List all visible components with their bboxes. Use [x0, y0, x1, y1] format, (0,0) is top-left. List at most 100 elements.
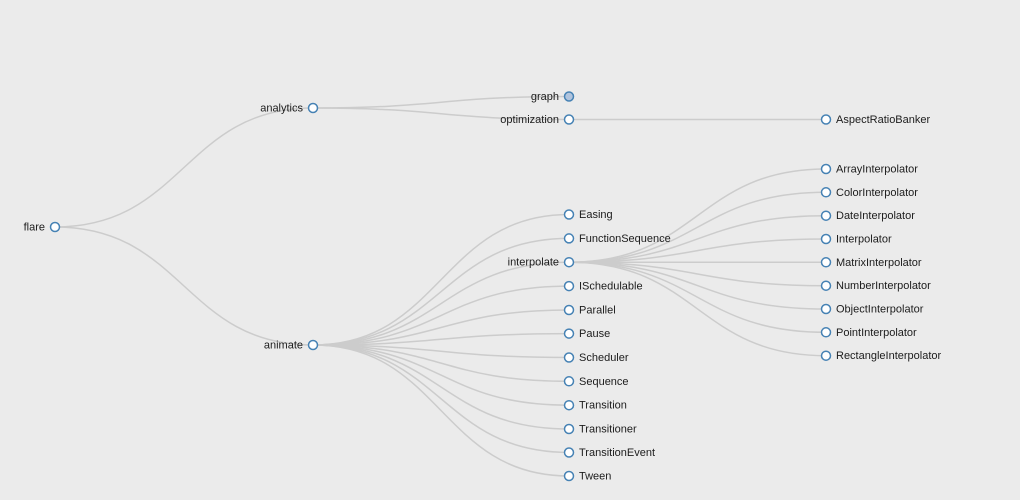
node-label-TransitionEvent: TransitionEvent [579, 447, 655, 459]
node-label-optimization: optimization [500, 114, 559, 126]
tree-node-TransitionEvent[interactable]: TransitionEvent [563, 447, 656, 459]
node-label-RectangleInterpolator: RectangleInterpolator [836, 350, 942, 362]
tree-node-flare[interactable]: flare [24, 221, 61, 234]
node-circle-Scheduler[interactable] [563, 352, 575, 363]
node-circle-ColorInterpolator[interactable] [820, 187, 832, 198]
tree-node-Pause[interactable]: Pause [563, 328, 611, 340]
node-circle-Tween[interactable] [563, 470, 575, 482]
node-circle-Interpolator[interactable] [820, 233, 832, 245]
tree-node-analytics[interactable]: analytics [260, 102, 319, 115]
node-circle-interpolate[interactable] [563, 256, 575, 268]
tree-link-flare-animate [54, 226, 314, 346]
node-label-animate: animate [264, 340, 303, 352]
tree-node-Transitioner[interactable]: Transitioner [563, 423, 638, 436]
tree-link-interpolate-DateInterpolator [568, 214, 827, 263]
node-label-Tween: Tween [579, 471, 611, 483]
node-label-interpolate: interpolate [508, 257, 559, 269]
node-label-graph: graph [531, 91, 559, 103]
tree-node-DateInterpolator[interactable]: DateInterpolator [820, 210, 916, 222]
node-label-FunctionSequence: FunctionSequence [579, 233, 671, 245]
node-circle-Parallel[interactable] [563, 304, 575, 316]
tree-link-animate-Sequence [312, 344, 570, 383]
node-circle-flare[interactable] [49, 221, 61, 233]
tree-node-Tween[interactable]: Tween [563, 470, 612, 483]
node-label-Transitioner: Transitioner [579, 424, 637, 436]
tree-node-interpolate[interactable]: interpolate [508, 256, 575, 269]
node-circle-Easing[interactable] [563, 209, 575, 220]
tree-link-animate-Tween [312, 344, 570, 477]
node-circle-analytics[interactable] [307, 102, 319, 114]
node-label-ObjectInterpolator: ObjectInterpolator [836, 304, 924, 316]
node-circle-optimization[interactable] [563, 114, 575, 125]
node-circle-PointInterpolator[interactable] [820, 327, 832, 338]
tree-node-ISchedulable[interactable]: ISchedulable [563, 280, 643, 293]
tree-link-interpolate-ArrayInterpolator [568, 168, 827, 263]
tree-node-ObjectInterpolator[interactable]: ObjectInterpolator [820, 303, 924, 316]
node-label-analytics: analytics [260, 103, 303, 115]
tree-node-Parallel[interactable]: Parallel [563, 304, 616, 317]
node-circle-DateInterpolator[interactable] [820, 210, 832, 221]
tree-link-animate-Transitioner [312, 344, 570, 430]
tree-link-animate-Easing [312, 213, 570, 346]
node-label-Sequence: Sequence [579, 376, 629, 388]
node-label-Transition: Transition [579, 400, 627, 412]
tree-link-animate-Pause [312, 332, 570, 346]
node-circle-AspectRatioBanker[interactable] [820, 114, 832, 125]
node-label-flare: flare [24, 222, 45, 234]
tree-link-animate-TransitionEvent [312, 344, 570, 454]
tree-node-Sequence[interactable]: Sequence [563, 376, 629, 388]
node-circle-Sequence[interactable] [563, 376, 575, 387]
node-circle-Transitioner[interactable] [563, 423, 575, 435]
tree-link-flare-analytics [54, 107, 314, 228]
node-circle-Transition[interactable] [563, 399, 575, 411]
node-circle-MatrixInterpolator[interactable] [820, 257, 832, 268]
tree-node-Transition[interactable]: Transition [563, 399, 627, 412]
tree-link-animate-FunctionSequence [312, 237, 570, 346]
node-label-Easing: Easing [579, 209, 613, 221]
node-label-DateInterpolator: DateInterpolator [836, 210, 915, 222]
tree-node-animate[interactable]: animate [264, 339, 319, 352]
tree-link-analytics-graph [312, 95, 570, 109]
tree-node-RectangleInterpolator[interactable]: RectangleInterpolator [820, 350, 942, 362]
tree-node-ColorInterpolator[interactable]: ColorInterpolator [820, 187, 919, 199]
tree-node-NumberInterpolator[interactable]: NumberInterpolator [820, 280, 932, 292]
node-label-ArrayInterpolator: ArrayInterpolator [836, 164, 918, 176]
tree-link-analytics-optimization [312, 107, 570, 121]
node-label-ColorInterpolator: ColorInterpolator [836, 187, 918, 199]
node-circle-FunctionSequence[interactable] [563, 233, 575, 244]
tree-node-PointInterpolator[interactable]: PointInterpolator [820, 327, 918, 339]
tree-node-FunctionSequence[interactable]: FunctionSequence [563, 233, 671, 245]
tree-node-ArrayInterpolator[interactable]: ArrayInterpolator [820, 163, 919, 176]
tree-node-optimization[interactable]: optimization [500, 114, 575, 126]
node-circle-Pause[interactable] [563, 328, 575, 339]
node-circle-animate[interactable] [307, 339, 319, 351]
node-circle-TransitionEvent[interactable] [563, 447, 575, 458]
node-label-Pause: Pause [579, 328, 610, 340]
tree-link-interpolate-ColorInterpolator [568, 191, 827, 263]
tree-node-Scheduler[interactable]: Scheduler [563, 352, 629, 364]
tree-link-interpolate-RectangleInterpolator [568, 261, 827, 357]
tree-link-animate-ISchedulable [312, 285, 570, 346]
node-circle-ISchedulable[interactable] [563, 280, 575, 292]
node-label-ISchedulable: ISchedulable [579, 281, 643, 293]
node-label-AspectRatioBanker: AspectRatioBanker [836, 114, 930, 126]
tree-link-interpolate-NumberInterpolator [568, 261, 827, 287]
node-circle-graph[interactable] [563, 91, 575, 102]
node-label-Scheduler: Scheduler [579, 352, 629, 364]
node-circle-ArrayInterpolator[interactable] [820, 163, 832, 175]
node-circle-RectangleInterpolator[interactable] [820, 350, 832, 361]
tree-link-interpolate-PointInterpolator [568, 261, 827, 334]
tree-link-interpolate-Interpolator [568, 238, 827, 263]
tree-node-graph[interactable]: graph [531, 91, 575, 103]
tree-node-Interpolator[interactable]: Interpolator [820, 233, 892, 246]
tree-node-MatrixInterpolator[interactable]: MatrixInterpolator [820, 257, 922, 269]
tree-node-Easing[interactable]: Easing [563, 209, 613, 221]
tree-link-interpolate-ObjectInterpolator [568, 261, 827, 310]
tree-link-animate-Parallel [312, 309, 570, 346]
node-label-Parallel: Parallel [579, 305, 616, 317]
node-label-NumberInterpolator: NumberInterpolator [836, 280, 931, 292]
node-circle-NumberInterpolator[interactable] [820, 280, 832, 291]
node-circle-ObjectInterpolator[interactable] [820, 303, 832, 315]
tree-node-AspectRatioBanker[interactable]: AspectRatioBanker [820, 114, 931, 126]
